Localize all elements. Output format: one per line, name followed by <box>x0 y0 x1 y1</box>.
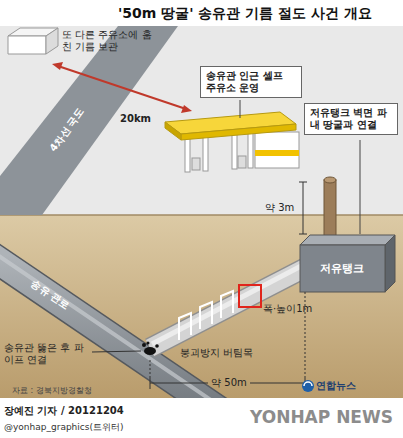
storage-building <box>8 28 58 54</box>
tank-label: 저유탱크 <box>302 263 382 275</box>
callout-box: 송유관 인근 셀프 주유소 운영 <box>200 66 302 98</box>
distance-label: 20km <box>120 113 160 125</box>
gas-station <box>165 112 299 172</box>
logo-text: 연합뉴스 <box>316 380 376 392</box>
drill-hole <box>142 342 159 356</box>
dimension-label: 폭·높이1m <box>263 303 323 315</box>
source-note: 자료 : 경북지방경찰청 <box>12 385 132 397</box>
callout-box: 저유탱크 벽면 파내 땅굴과 연결 <box>304 103 398 135</box>
vertical-pipe <box>324 177 336 240</box>
callout-text: 송유관 인근 셀프 주유소 운영 <box>206 70 296 94</box>
support-brace <box>179 291 233 340</box>
distance-arrow <box>52 62 192 113</box>
callout-text: 저유탱크 벽면 파내 땅굴과 연결 <box>310 107 392 131</box>
part-label: 붕괴방지 버팀목 <box>180 347 264 359</box>
note-text: 또 다른 주유소에 훔친 기름 보관 <box>62 29 160 53</box>
leader-line <box>240 100 241 118</box>
ground-surface <box>0 26 403 215</box>
logo-mark <box>302 380 314 392</box>
oil-tank <box>300 235 395 292</box>
dimension-line <box>299 182 307 234</box>
dimension-label: 약 3m <box>265 202 299 214</box>
soil-section <box>0 215 403 398</box>
credit-text: @yonhap_graphics(트위터) <box>4 421 204 433</box>
title: '50m 땅굴' 송유관 기름 절도 사건 개요 <box>118 5 400 21</box>
credit-text: 장예진 기자 / 20121204 <box>4 405 204 417</box>
watermark: YONHAP NEWS <box>250 407 400 427</box>
dimension-label: 약 50m <box>209 377 249 389</box>
leader-line <box>92 351 141 352</box>
section-marker <box>239 285 261 307</box>
leader-line <box>360 140 361 234</box>
road <box>0 26 178 215</box>
note-text: 송유관 뚫은 후 파이프 연결 <box>4 342 92 366</box>
